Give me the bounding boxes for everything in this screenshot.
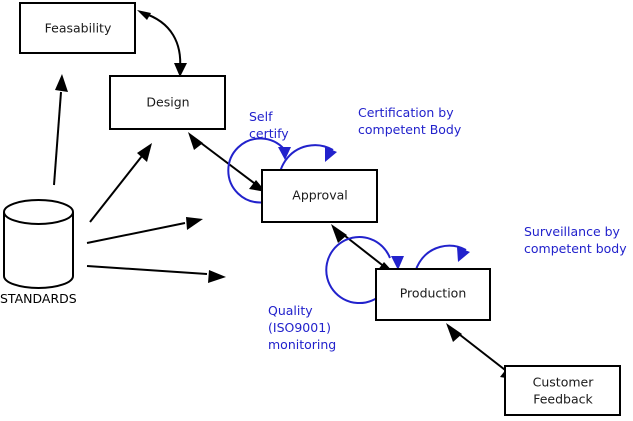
connector-path <box>86 265 208 275</box>
arrowhead-to-feasability <box>137 10 151 20</box>
node-box <box>261 169 378 223</box>
arrowhead-to-approval <box>186 217 203 230</box>
datastore-label-standards: STANDARDS <box>0 291 77 306</box>
annotation-certification-line1: Certification by <box>358 105 454 120</box>
connection-standards-feasability <box>53 74 68 186</box>
annotation-quality-line1: Quality <box>268 303 313 318</box>
annotation-quality-monitoring: Quality (ISO9001) monitoring <box>268 303 336 352</box>
connector-path <box>89 155 143 223</box>
node-box <box>504 365 621 416</box>
loop-quality-monitoring <box>325 236 404 305</box>
node-approval[interactable]: Approval <box>261 169 378 223</box>
cylinder-top <box>3 199 74 225</box>
arrowhead-quality <box>391 256 404 270</box>
connector-path <box>196 139 259 187</box>
arrowhead-to-production <box>208 270 226 283</box>
node-customer-feedback[interactable]: Customer Feedback <box>504 365 621 416</box>
node-production[interactable]: Production <box>375 268 491 321</box>
node-label-production: Production <box>400 286 467 301</box>
arrowhead-to-production <box>446 323 462 342</box>
node-label-design: Design <box>146 95 189 110</box>
connector-path <box>142 12 182 70</box>
loop-path <box>325 236 391 305</box>
annotation-certification-by-competent-body: Certification by competent Body <box>358 105 462 137</box>
node-feasability[interactable]: Feasability <box>19 2 136 54</box>
connection-standards-production <box>86 265 226 283</box>
connector-path <box>454 330 510 374</box>
annotation-certification-line2: competent Body <box>358 122 462 137</box>
node-box <box>375 268 491 321</box>
cylinder-body <box>3 212 74 289</box>
node-label-feasability: Feasability <box>45 21 112 36</box>
node-label-customer-feedback-line2: Feedback <box>533 392 593 407</box>
annotation-surveillance-line2: competent body <box>524 241 627 256</box>
connector-path <box>53 91 62 186</box>
connection-feasability-design <box>137 10 187 77</box>
arrowhead-to-design <box>137 143 152 162</box>
annotation-surveillance-by-competent-body: Surveillance by competent body <box>524 224 627 256</box>
annotation-surveillance-line1: Surveillance by <box>524 224 621 239</box>
arrowhead-to-design <box>174 63 187 77</box>
arrowhead-to-approval <box>331 224 347 243</box>
node-design[interactable]: Design <box>109 75 226 130</box>
annotation-self-certify-line2: certify <box>249 126 289 141</box>
annotation-self-certify-line1: Self <box>249 109 273 124</box>
annotation-quality-line2: (ISO9001) <box>268 320 331 335</box>
arrowhead-certification <box>325 147 337 162</box>
arrowhead-surveillance <box>457 247 470 262</box>
connector-path <box>339 231 387 269</box>
annotation-self-certify: Self certify <box>249 109 289 141</box>
node-box <box>109 75 226 130</box>
arrowhead-self-certify <box>278 147 291 160</box>
connector-path <box>86 222 186 244</box>
annotation-quality-line3: monitoring <box>268 337 336 352</box>
node-label-approval: Approval <box>292 188 347 203</box>
node-label-customer-feedback-line1: Customer <box>533 375 595 390</box>
connection-design-approval <box>188 132 266 192</box>
node-box <box>19 2 136 54</box>
connection-standards-design <box>89 143 152 223</box>
arrowhead-to-design <box>188 132 203 150</box>
datastore-standards[interactable]: STANDARDS <box>0 199 77 306</box>
arrowhead-to-feasability <box>55 74 68 92</box>
connection-standards-approval <box>86 217 203 244</box>
